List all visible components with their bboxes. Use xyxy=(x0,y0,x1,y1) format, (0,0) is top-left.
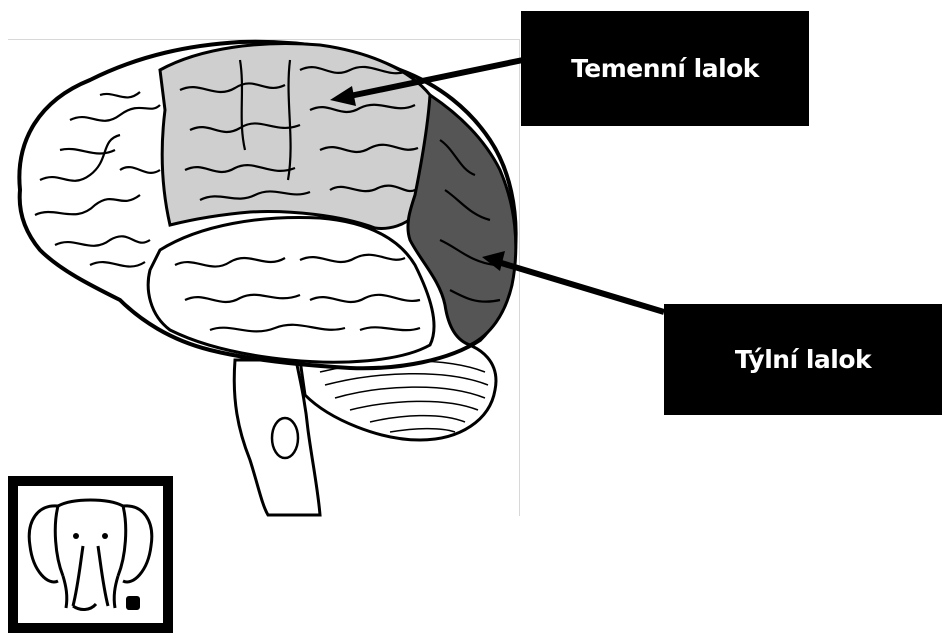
occipital-lobe-label-text: Týlní lalok xyxy=(735,345,871,374)
temporal-lobe xyxy=(148,217,434,362)
elephant-logo-icon xyxy=(8,476,173,633)
parietal-lobe-label: Temenní lalok xyxy=(521,11,809,126)
parietal-lobe-label-text: Temenní lalok xyxy=(571,54,759,83)
occipital-pointer-line xyxy=(498,262,664,312)
elephant-logo-background xyxy=(18,486,163,623)
occipital-lobe-label: Týlní lalok xyxy=(664,304,942,415)
elephant-drawing xyxy=(18,486,163,623)
